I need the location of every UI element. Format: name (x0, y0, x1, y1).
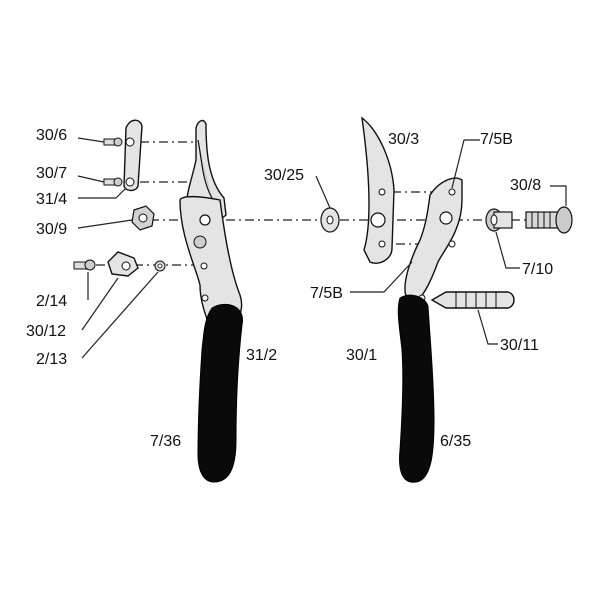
spring-part (430, 291, 515, 309)
leader-30-12 (81, 277, 119, 331)
leader-2-13 (81, 271, 159, 359)
washer-small-part (154, 260, 166, 272)
label-30-25: 30/25 (264, 167, 304, 184)
left-handle-part (179, 119, 243, 483)
catch-part (107, 251, 139, 277)
small-screw-part (73, 259, 96, 271)
label-31-4: 31/4 (36, 191, 67, 208)
leader-30-6 (77, 137, 105, 143)
right-handle-part (397, 177, 463, 483)
hex-nut-part (131, 205, 155, 231)
label-30-1: 30/1 (346, 347, 377, 364)
blade-part (361, 116, 395, 264)
label-7-5b-bottom: 7/5B (310, 285, 343, 302)
leader-30-9 (77, 219, 133, 229)
screw-upper-part (103, 137, 123, 147)
leader-7-10 (495, 231, 520, 269)
label-31-2: 31/2 (246, 347, 277, 364)
pivot-bolt-part (525, 206, 573, 234)
washer-large-part (320, 207, 340, 233)
label-30-11: 30/11 (500, 337, 539, 354)
leader-7-5b-bottom (350, 261, 413, 293)
label-7-36: 7/36 (150, 433, 181, 450)
leader-31-4 (78, 187, 127, 199)
label-30-9: 30/9 (36, 221, 67, 238)
label-2-13: 2/13 (36, 351, 67, 368)
label-30-6: 30/6 (36, 127, 67, 144)
label-30-7: 30/7 (36, 165, 67, 182)
pivot-bushing-part (485, 208, 513, 232)
cover-plate-part (123, 119, 143, 192)
label-30-12: 30/12 (26, 323, 66, 340)
leader-30-25 (315, 175, 331, 209)
label-7-5b-top: 7/5B (480, 131, 513, 148)
label-7-10: 7/10 (522, 261, 553, 278)
label-30-3: 30/3 (388, 131, 419, 148)
label-30-8: 30/8 (510, 177, 541, 194)
label-2-14: 2/14 (36, 293, 67, 310)
label-6-35: 6/35 (440, 433, 471, 450)
leader-7-5b-top (451, 139, 480, 189)
screw-lower-part (103, 177, 123, 187)
leader-30-11 (477, 309, 498, 345)
leader-30-7 (77, 175, 105, 183)
leader-30-8 (550, 185, 567, 206)
